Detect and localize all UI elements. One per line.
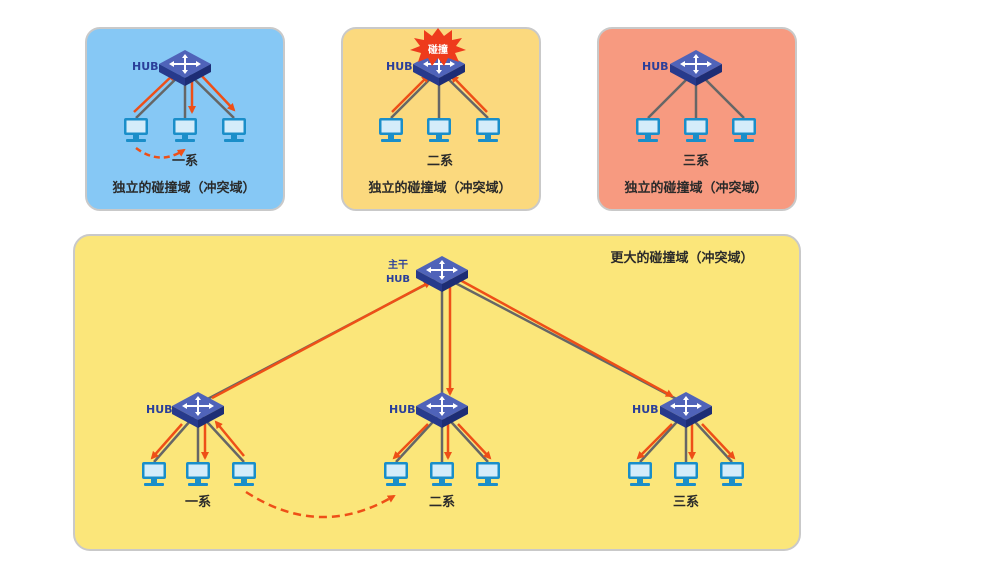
trunk-hub-label-line1: 主干 (388, 258, 408, 271)
department-label: 三系 (673, 494, 699, 510)
trunk-hub-label-line2: HUB (386, 274, 410, 285)
department-label: 二系 (429, 494, 455, 510)
hub-label: HUB (389, 403, 416, 416)
box-caption: 独立的碰撞域（冲突域） (112, 180, 255, 196)
hub-label: HUB (642, 60, 669, 73)
hub-label: HUB (146, 403, 173, 416)
box-caption: 独立的碰撞域（冲突域） (624, 180, 767, 196)
box-caption: 独立的碰撞域（冲突域） (368, 180, 511, 196)
big-box-caption: 更大的碰撞域（冲突域） (610, 250, 753, 266)
collision-label: 碰撞 (428, 43, 448, 56)
box2-arrows (391, 74, 488, 113)
hub-label: HUB (632, 403, 659, 416)
hub-label: HUB (132, 60, 159, 73)
department-label: 一系 (172, 153, 198, 169)
broadcast-arrows (150, 278, 736, 519)
department-label: 三系 (683, 153, 709, 169)
hub-label: HUB (386, 60, 413, 73)
collision-burst-icon (410, 28, 466, 66)
box1-arrows (133, 72, 236, 159)
department-label: 一系 (185, 494, 211, 510)
department-label: 二系 (427, 153, 453, 169)
